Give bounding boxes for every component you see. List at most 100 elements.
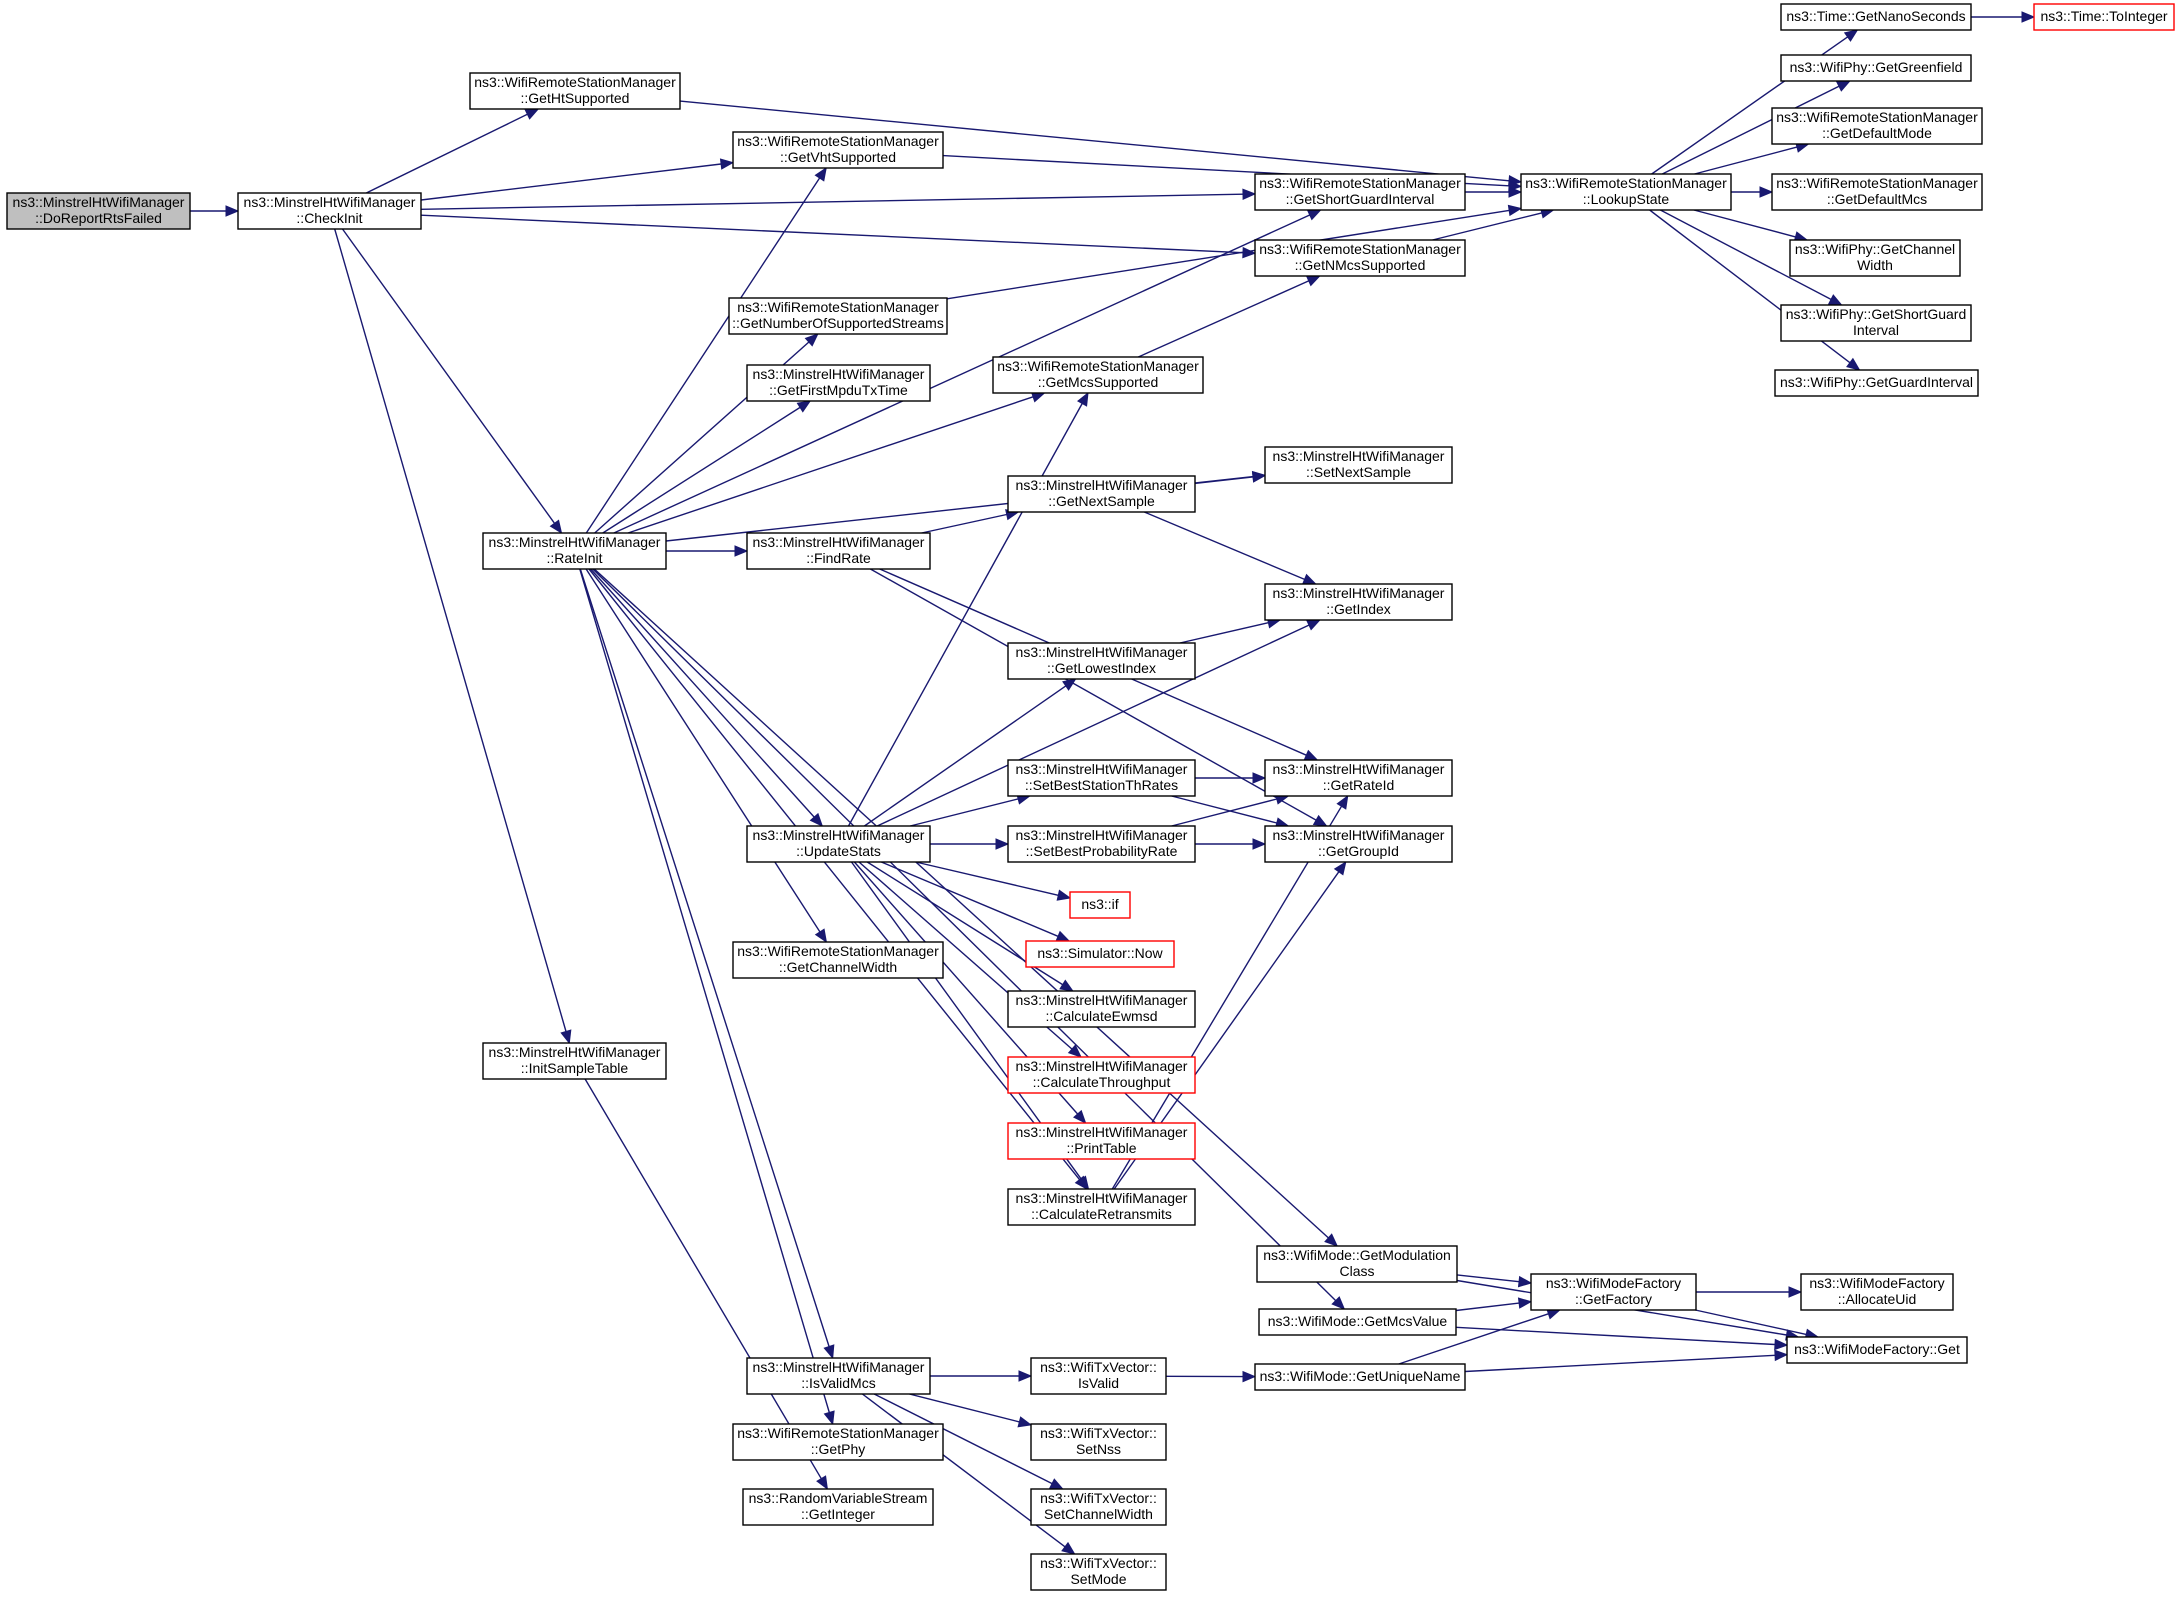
node-box — [1771, 107, 1983, 145]
node-ns3-wifiremotestationmanager-gethtsupported[interactable]: ns3::WifiRemoteStationManager::GetHtSupp… — [469, 72, 681, 110]
node-ns3-wifiremotestationmanager-getchannelwidth[interactable]: ns3::WifiRemoteStationManager::GetChanne… — [732, 941, 944, 979]
node-ns3-minstrelhtwifimanager-setnextsample[interactable]: ns3::MinstrelHtWifiManager::SetNextSampl… — [1264, 446, 1453, 484]
node-ns3-minstrelhtwifimanager-printtable[interactable]: ns3::MinstrelHtWifiManager::PrintTable — [1007, 1122, 1196, 1160]
edge-n1-n4 — [420, 188, 1257, 210]
edge-arrowhead — [1517, 1275, 1533, 1288]
edge-n1-n5 — [420, 214, 1257, 259]
node-ns3-if[interactable]: ns3::if — [1069, 891, 1131, 919]
node-ns3-minstrelhtwifimanager-calculatethroughput[interactable]: ns3::MinstrelHtWifiManager::CalculateThr… — [1007, 1056, 1196, 1094]
node-ns3-minstrelhtwifimanager-getgroupid[interactable]: ns3::MinstrelHtWifiManager::GetGroupId — [1264, 825, 1453, 863]
node-ns3-minstrelhtwifimanager-isvalidmcs[interactable]: ns3::MinstrelHtWifiManager::IsValidMcs — [746, 1357, 931, 1395]
edge-n42-n43 — [930, 1370, 1033, 1382]
node-label: ns3::Time::ToInteger — [2040, 8, 2167, 24]
node-box — [1780, 3, 1972, 31]
node-box — [746, 532, 931, 570]
node-label: ns3::WifiPhy::GetShortGuard — [1786, 306, 1967, 322]
edge-n19-n18 — [1194, 471, 1267, 485]
edge-arrowhead — [734, 545, 749, 557]
node-label: ::CheckInit — [296, 210, 362, 226]
edge-n20-n37 — [593, 568, 1339, 1247]
node-box — [1007, 990, 1196, 1028]
node-ns3-simulator-now[interactable]: ns3::Simulator::Now — [1025, 940, 1175, 968]
node-ns3-wifiremotestationmanager-getnumberofsupportedstreams[interactable]: ns3::WifiRemoteStationManager::GetNumber… — [728, 297, 948, 335]
edge-line — [1456, 1274, 1520, 1283]
node-ns3-randomvariablestream-getinteger[interactable]: ns3::RandomVariableStream::GetInteger — [742, 1488, 934, 1526]
edge-arrowhead — [1303, 749, 1319, 761]
node-box — [1254, 173, 1466, 211]
node-ns3-minstrelhtwifimanager-updatestats[interactable]: ns3::MinstrelHtWifiManager::UpdateStats — [746, 825, 931, 863]
edge-arrowhead — [1774, 1338, 1789, 1351]
edge-arrowhead — [1056, 889, 1072, 901]
node-box — [732, 131, 944, 169]
node-ns3-wifiremotestationmanager-getmcssupported[interactable]: ns3::WifiRemoteStationManager::GetMcsSup… — [992, 356, 1204, 394]
node-box — [1254, 1363, 1466, 1391]
node-ns3-wifiremotestationmanager-getshortguardinterval[interactable]: ns3::WifiRemoteStationManager::GetShortG… — [1254, 173, 1466, 211]
node-ns3-wifimode-getuniquename[interactable]: ns3::WifiMode::GetUniqueName — [1254, 1363, 1466, 1391]
node-ns3-wifiremotestationmanager-getnmcssupported[interactable]: ns3::WifiRemoteStationManager::GetNMcsSu… — [1254, 239, 1466, 277]
node-ns3-minstrelhtwifimanager-rateinit[interactable]: ns3::MinstrelHtWifiManager::RateInit — [482, 532, 667, 570]
node-box — [6, 192, 191, 230]
node-ns3-wifimodefactory-getfactory[interactable]: ns3::WifiModeFactory::GetFactory — [1530, 1273, 1697, 1311]
node-ns3-minstrelhtwifimanager-getrateid[interactable]: ns3::MinstrelHtWifiManager::GetRateId — [1264, 759, 1453, 797]
edge-arrowhead — [560, 1029, 572, 1045]
edge-arrowhead — [1062, 678, 1077, 691]
node-ns3-minstrelhtwifimanager-initsampletable[interactable]: ns3::MinstrelHtWifiManager::InitSampleTa… — [482, 1042, 667, 1080]
edge-line — [1171, 795, 1277, 824]
node-ns3-minstrelhtwifimanager-getfirstmpdutxtime[interactable]: ns3::MinstrelHtWifiManager::GetFirstMpdu… — [746, 364, 931, 402]
node-ns3-wifiphy-getgreenfield[interactable]: ns3::WifiPhy::GetGreenfield — [1780, 54, 1972, 82]
node-ns3-wifiphy-getguardinterval[interactable]: ns3::WifiPhy::GetGuardInterval — [1774, 369, 1979, 397]
node-ns3-wifitxvector-setnss[interactable]: ns3::WifiTxVector::SetNss — [1030, 1423, 1167, 1461]
node-ns3-wifiphy-getshortguard-interval[interactable]: ns3::WifiPhy::GetShortGuardInterval — [1780, 304, 1972, 342]
node-label: SetChannelWidth — [1044, 1506, 1153, 1522]
node-ns3-wifimodefactory-allocateuid[interactable]: ns3::WifiModeFactory::AllocateUid — [1800, 1273, 1954, 1311]
node-box — [1007, 1056, 1196, 1094]
node-box — [1256, 1245, 1458, 1283]
node-ns3-wifiremotestationmanager-getphy[interactable]: ns3::WifiRemoteStationManager::GetPhy — [732, 1423, 944, 1461]
node-ns3-minstrelhtwifimanager-getlowestindex[interactable]: ns3::MinstrelHtWifiManager::GetLowestInd… — [1007, 642, 1196, 680]
node-ns3-wifimodefactory-get[interactable]: ns3::WifiModeFactory::Get — [1786, 1336, 1968, 1364]
node-ns3-wifiremotestationmanager-getdefaultmcs[interactable]: ns3::WifiRemoteStationManager::GetDefaul… — [1771, 173, 1983, 211]
node-box — [469, 72, 681, 110]
node-box — [1786, 1336, 1968, 1364]
node-ns3-minstrelhtwifimanager-calculateewmsd[interactable]: ns3::MinstrelHtWifiManager::CalculateEwm… — [1007, 990, 1196, 1028]
node-ns3-minstrelhtwifimanager-checkinit[interactable]: ns3::MinstrelHtWifiManager::CheckInit — [237, 192, 422, 230]
edge-arrowhead — [1076, 1175, 1090, 1191]
node-ns3-wifimode-getmcsvalue[interactable]: ns3::WifiMode::GetMcsValue — [1258, 1308, 1457, 1336]
node-ns3-time-getnanoseconds[interactable]: ns3::Time::GetNanoSeconds — [1780, 3, 1972, 31]
node-ns3-time-tointeger[interactable]: ns3::Time::ToInteger — [2033, 3, 2175, 31]
edge-line — [1179, 622, 1269, 644]
node-ns3-wifiremotestationmanager-getdefaultmode[interactable]: ns3::WifiRemoteStationManager::GetDefaul… — [1771, 107, 1983, 145]
node-box — [746, 1357, 931, 1395]
node-ns3-minstrelhtwifimanager-setbeststationthrates[interactable]: ns3::MinstrelHtWifiManager::SetBestStati… — [1007, 759, 1196, 797]
node-ns3-wifitxvector-setchannelwidth[interactable]: ns3::WifiTxVector::SetChannelWidth — [1030, 1488, 1167, 1526]
node-label: ns3::WifiRemoteStationManager — [474, 74, 676, 90]
node-ns3-minstrelhtwifimanager-getnextsample[interactable]: ns3::MinstrelHtWifiManager::GetNextSampl… — [1007, 475, 1196, 513]
node-ns3-wifitxvector-setmode[interactable]: ns3::WifiTxVector::SetMode — [1030, 1553, 1167, 1591]
node-label: ns3::Simulator::Now — [1037, 945, 1163, 961]
node-ns3-minstrelhtwifimanager-findrate[interactable]: ns3::MinstrelHtWifiManager::FindRate — [746, 532, 931, 570]
node-ns3-minstrelhtwifimanager-calculateretransmits[interactable]: ns3::MinstrelHtWifiManager::CalculateRet… — [1007, 1188, 1196, 1226]
edge-n26-n22 — [876, 619, 1321, 827]
edge-n20-n40 — [592, 568, 1346, 1310]
node-label: ns3::WifiModeFactory — [1809, 1275, 1944, 1291]
edge-line — [1661, 85, 1840, 175]
node-label: ns3::Time::GetNanoSeconds — [1786, 8, 1965, 24]
node-ns3-wifitxvector-isvalid[interactable]: ns3::WifiTxVector::IsValid — [1030, 1357, 1167, 1395]
edge-n20-n16 — [602, 400, 812, 534]
node-ns3-minstrelhtwifimanager-getindex[interactable]: ns3::MinstrelHtWifiManager::GetIndex — [1264, 583, 1453, 621]
edge-arrowhead — [225, 205, 240, 217]
node-ns3-minstrelhtwifimanager-setbestprobabilityrate[interactable]: ns3::MinstrelHtWifiManager::SetBestProba… — [1007, 825, 1196, 863]
edge-line — [592, 568, 1337, 1302]
node-label: ns3::MinstrelHtWifiManager — [1016, 1124, 1188, 1140]
node-ns3-wifiremotestationmanager-getvhtsupported[interactable]: ns3::WifiRemoteStationManager::GetVhtSup… — [732, 131, 944, 169]
node-ns3-wifiphy-getchannel-width[interactable]: ns3::WifiPhy::GetChannelWidth — [1789, 239, 1961, 277]
edge-line — [584, 1078, 822, 1480]
edge-n27-n28 — [1195, 838, 1267, 850]
node-label: ns3::WifiTxVector:: — [1040, 1490, 1157, 1506]
node-label: ns3::WifiRemoteStationManager — [1259, 175, 1461, 191]
node-label: ::GetDefaultMcs — [1827, 191, 1927, 207]
node-label: ns3::MinstrelHtWifiManager — [1273, 761, 1445, 777]
node-ns3-wifiremotestationmanager-lookupstate[interactable]: ns3::WifiRemoteStationManager::LookupSta… — [1520, 173, 1732, 211]
edge-line — [915, 861, 1059, 896]
